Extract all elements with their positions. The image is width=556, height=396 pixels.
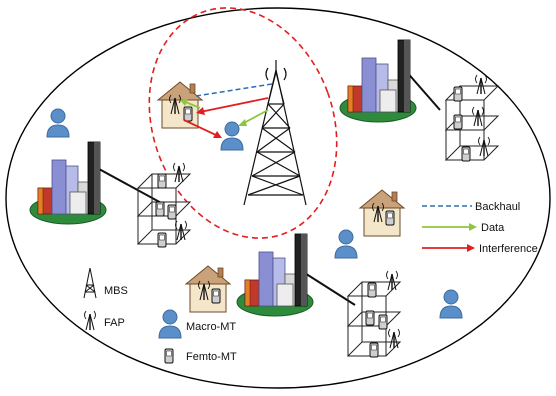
femto-house-2 <box>359 189 405 237</box>
data-link-macro <box>241 109 269 125</box>
building-cluster-bottom <box>236 233 314 317</box>
femtocell-boundary <box>148 7 338 239</box>
macro-user-icon <box>220 121 244 151</box>
macro-mt-key-icon <box>158 309 182 339</box>
fap-key-icon <box>83 310 97 331</box>
data-arrowhead <box>180 99 188 106</box>
macro-user-icon <box>439 289 463 319</box>
femto-mt-phone <box>385 210 395 226</box>
fap-key-label: FAP <box>104 317 125 329</box>
interference-arrowhead <box>196 107 205 115</box>
femto-mt-phone <box>211 288 221 304</box>
legend-backhaul-label: Backhaul <box>475 201 520 213</box>
apartment-left <box>137 162 191 248</box>
legend-interference-label: Interference <box>479 243 538 255</box>
mbs-key-icon <box>83 267 97 299</box>
macro-user-icon <box>46 108 70 138</box>
legend-data-arrowhead <box>469 223 477 231</box>
mbs-tower <box>243 60 307 206</box>
legend: Backhaul Data Interference <box>422 201 538 255</box>
apartment-top-right <box>445 74 499 162</box>
building-cluster-left <box>29 141 107 225</box>
interference-link <box>199 97 269 113</box>
interference-arrowhead <box>213 131 222 138</box>
building-cluster-top-right <box>339 39 417 123</box>
femto-house-3 <box>185 265 231 313</box>
femto-mt-key-icon <box>164 348 174 364</box>
legend-data-label: Data <box>481 222 505 234</box>
femto-mt-phone <box>183 106 193 122</box>
interference-link <box>183 119 219 137</box>
mbs-key-label: MBS <box>104 285 128 297</box>
apartment-bottom <box>347 270 401 358</box>
femto-mt-key-label: Femto-MT <box>186 351 237 363</box>
femto-house-1 <box>157 81 203 129</box>
macro-cell-boundary <box>5 7 551 389</box>
macro-user-icon <box>334 229 358 259</box>
data-arrowhead <box>238 119 247 126</box>
backhaul-link <box>195 83 273 97</box>
macro-mt-key-label: Macro-MT <box>186 321 236 333</box>
icon-key: MBS FAP Macro-MT Femto-MT <box>83 267 237 364</box>
legend-interference-arrowhead <box>467 244 475 252</box>
